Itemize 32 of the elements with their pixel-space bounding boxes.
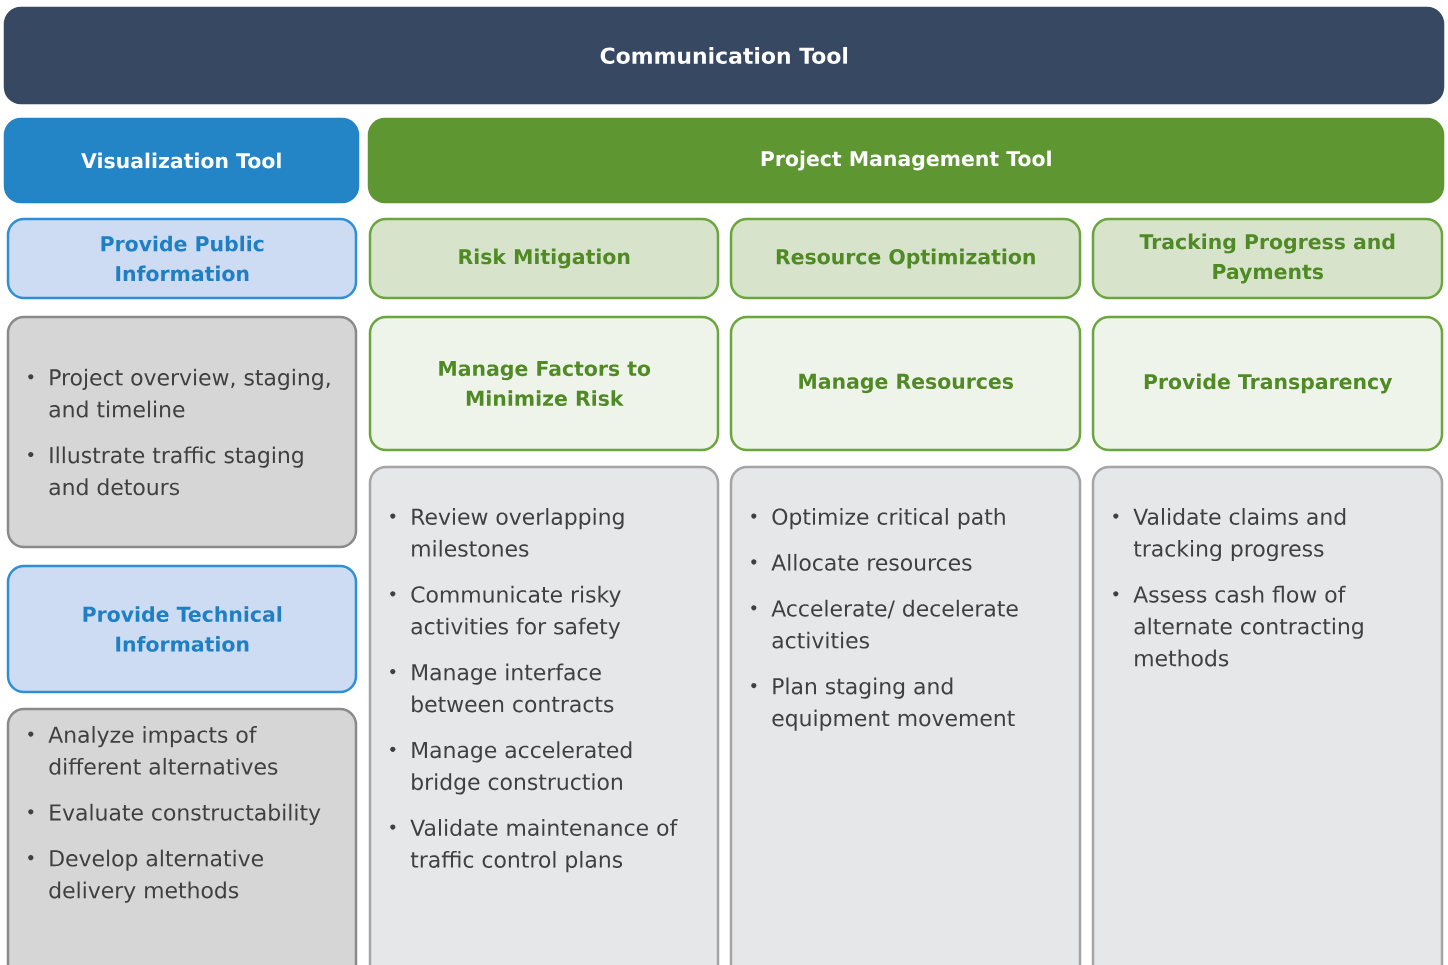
- heading-box: Tracking Progress and Payments: [1091, 217, 1444, 300]
- heading-box: Manage Factors to Minimize Risk: [368, 315, 720, 452]
- bullet-box: [6, 315, 358, 549]
- bullet-text: Plan staging and equipment movement: [772, 677, 1015, 731]
- header-box: Visualization Tool: [3, 117, 360, 204]
- heading-box: Provide Technical Information: [6, 564, 358, 694]
- heading-box: Resource Optimization: [729, 217, 1082, 300]
- bullet-text: Validate maintenance of traffic control plans: [410, 819, 678, 873]
- bullet-text: Optimize critical path: [772, 508, 1005, 530]
- bullet-text: Accelerate/ decelerate activities: [771, 599, 1018, 649]
- bullet-text: Analyze impacts of different alternatives: [48, 726, 278, 775]
- bullet-box: [368, 465, 720, 965]
- bullet-text: Allocate resources: [771, 553, 972, 571]
- heading-box: Manage Resources: [729, 315, 1082, 452]
- bullet-text: Review overlapping milestones: [412, 508, 624, 557]
- bullet-box: [6, 707, 358, 965]
- bullet-text: Illustrate traffic staging and detours: [49, 446, 303, 496]
- heading-box: Provide Transparency: [1091, 315, 1444, 452]
- bullet-text: Project overview, staging, and timeline: [49, 368, 330, 418]
- bullet-text: Manage accelerated bridge construction: [412, 741, 632, 795]
- bullet-box: [1091, 465, 1444, 965]
- heading-box: Provide Public Information: [6, 217, 358, 300]
- header-box: Project Management Tool: [367, 117, 1445, 204]
- bullet-text: Validate claims and tracking progress: [1133, 508, 1346, 562]
- bullet-text: Develop alternative delivery methods: [49, 849, 263, 903]
- bullet-text: Communicate risky activities for safety: [411, 585, 621, 639]
- bullet-box: [729, 465, 1082, 965]
- bullet-text: Manage interface between contracts: [412, 663, 614, 713]
- bullet-text: Assess cash flow of alternate contracting methods: [1133, 585, 1363, 667]
- title-bar: Communication Tool: [3, 6, 1445, 105]
- heading-box: Risk Mitigation: [368, 217, 720, 300]
- bullet-text: Evaluate constructability: [50, 803, 321, 825]
